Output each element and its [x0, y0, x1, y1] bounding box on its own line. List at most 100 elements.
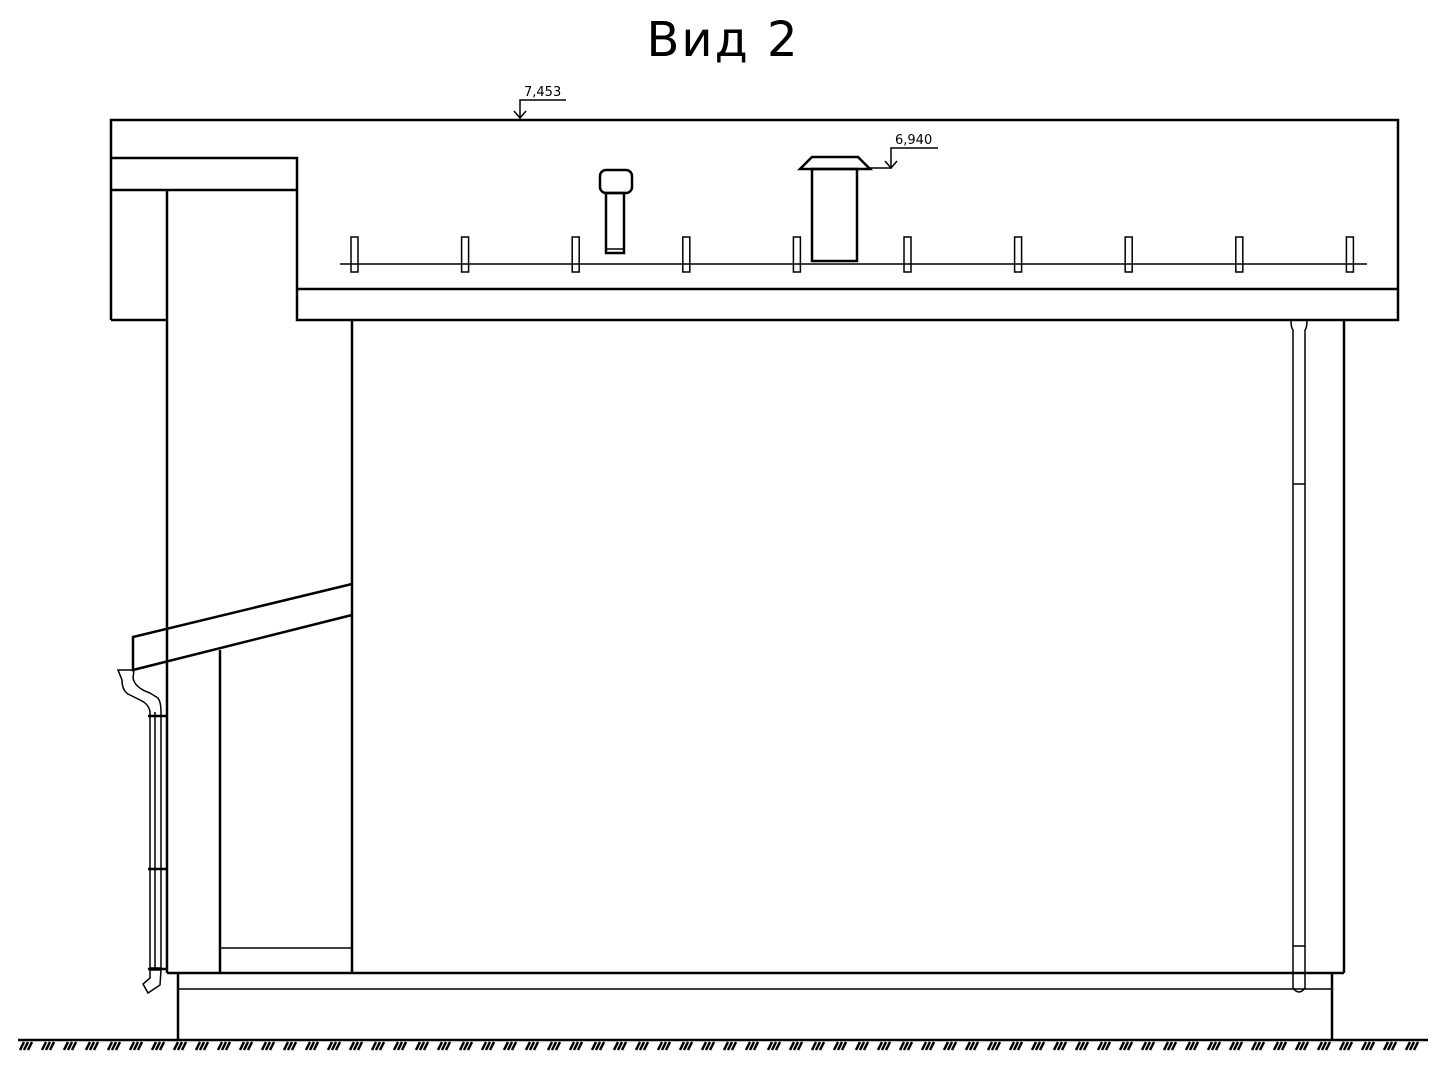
ground-hatch: [638, 1041, 646, 1051]
ground-hatch: [1338, 1041, 1346, 1051]
ground-hatch: [176, 1041, 184, 1051]
ground-hatch: [796, 1041, 804, 1051]
ground-hatch: [682, 1041, 690, 1051]
ground-hatch: [1302, 1041, 1310, 1051]
ground-hatch: [510, 1041, 518, 1051]
ground-hatch: [1206, 1041, 1214, 1051]
ground-hatch: [48, 1041, 56, 1051]
ground-hatch: [612, 1041, 620, 1051]
ground-line: [18, 1038, 1428, 1051]
ground-hatch: [744, 1041, 752, 1051]
ground-hatch: [1250, 1041, 1258, 1051]
ground-hatch: [1148, 1041, 1156, 1051]
ground-hatch: [224, 1041, 232, 1051]
ground-hatch: [286, 1041, 294, 1051]
ground-hatch: [1030, 1041, 1038, 1051]
ground-hatch: [1210, 1041, 1218, 1051]
ground-hatch: [128, 1041, 136, 1051]
ground-hatch: [70, 1041, 78, 1051]
ground-hatch: [88, 1041, 96, 1051]
ground-hatch: [1390, 1041, 1398, 1051]
ground-hatch: [282, 1041, 290, 1051]
ground-hatch: [656, 1041, 664, 1051]
ground-hatch: [1126, 1041, 1134, 1051]
ground-hatch: [1404, 1041, 1412, 1051]
ground-hatch: [1254, 1041, 1262, 1051]
ground-hatch: [180, 1041, 188, 1051]
ground-hatch: [810, 1041, 818, 1051]
ground-hatch: [1100, 1041, 1108, 1051]
ground-hatch: [792, 1041, 800, 1051]
ground-hatch: [1188, 1041, 1196, 1051]
ground-hatch: [1316, 1041, 1324, 1051]
ground-hatch: [752, 1041, 760, 1051]
ground-hatch: [722, 1041, 730, 1051]
ground-hatch: [374, 1041, 382, 1051]
chimney: [796, 155, 874, 263]
ground-hatch: [1166, 1041, 1174, 1051]
elevation-mark-roof: 7,453: [513, 85, 566, 120]
ground-hatch: [708, 1041, 716, 1051]
ground-hatch: [598, 1041, 606, 1051]
ground-hatch: [546, 1041, 554, 1051]
ground-hatch: [704, 1041, 712, 1051]
ground-hatch: [1272, 1041, 1280, 1051]
ground-hatch: [290, 1041, 298, 1051]
ground-hatch: [1060, 1041, 1068, 1051]
ground-hatch: [238, 1041, 246, 1051]
ground-hatch: [898, 1041, 906, 1051]
ground-hatch: [686, 1041, 694, 1051]
ground-hatch: [1232, 1041, 1240, 1051]
ground-hatch: [202, 1041, 210, 1051]
ground-hatch: [422, 1041, 430, 1051]
ground-hatch: [748, 1041, 756, 1051]
ground-hatch: [1162, 1041, 1170, 1051]
ground-hatch: [1258, 1041, 1266, 1051]
ground-hatch: [1122, 1041, 1130, 1051]
ground-hatch: [400, 1041, 408, 1051]
ground-hatch: [268, 1041, 276, 1051]
ground-hatch: [1052, 1041, 1060, 1051]
ground-hatch: [22, 1041, 30, 1051]
ground-hatch: [436, 1041, 444, 1051]
ground-hatch: [132, 1041, 140, 1051]
ground-hatch: [1170, 1041, 1178, 1051]
ground-hatch: [554, 1041, 562, 1051]
ground-hatch: [660, 1041, 668, 1051]
ground-hatch: [594, 1041, 602, 1051]
ground-hatch: [528, 1041, 536, 1051]
ground-hatch: [1078, 1041, 1086, 1051]
ground-hatch: [1104, 1041, 1112, 1051]
ground-hatch: [884, 1041, 892, 1051]
ground-hatch: [110, 1041, 118, 1051]
ground-hatch: [1056, 1041, 1064, 1051]
ground-hatch: [1192, 1041, 1200, 1051]
ground-hatch: [642, 1041, 650, 1051]
ground-hatch: [172, 1041, 180, 1051]
ground-hatch: [1368, 1041, 1376, 1051]
ground-hatch: [66, 1041, 74, 1051]
railing-post: [1235, 236, 1244, 273]
ground-hatch: [414, 1041, 422, 1051]
ground-hatch: [392, 1041, 400, 1051]
ground-hatch: [242, 1041, 250, 1051]
view-title: Вид 2: [646, 12, 800, 68]
ground-hatch: [862, 1041, 870, 1051]
ground-hatch: [488, 1041, 496, 1051]
ground-hatch: [26, 1041, 34, 1051]
ground-hatch: [774, 1041, 782, 1051]
ground-hatch: [634, 1041, 642, 1051]
ground-hatch: [994, 1041, 1002, 1051]
railing-post: [571, 236, 580, 273]
ground-hatch: [1408, 1041, 1416, 1051]
railing-post: [1124, 236, 1133, 273]
ground-hatch: [766, 1041, 774, 1051]
ground-hatch: [700, 1041, 708, 1051]
ground-hatch: [1320, 1041, 1328, 1051]
ground-hatch: [1008, 1041, 1016, 1051]
ground-hatch: [462, 1041, 470, 1051]
ground-hatch: [1360, 1041, 1368, 1051]
railing-post: [460, 236, 470, 273]
ground-hatch: [1144, 1041, 1152, 1051]
